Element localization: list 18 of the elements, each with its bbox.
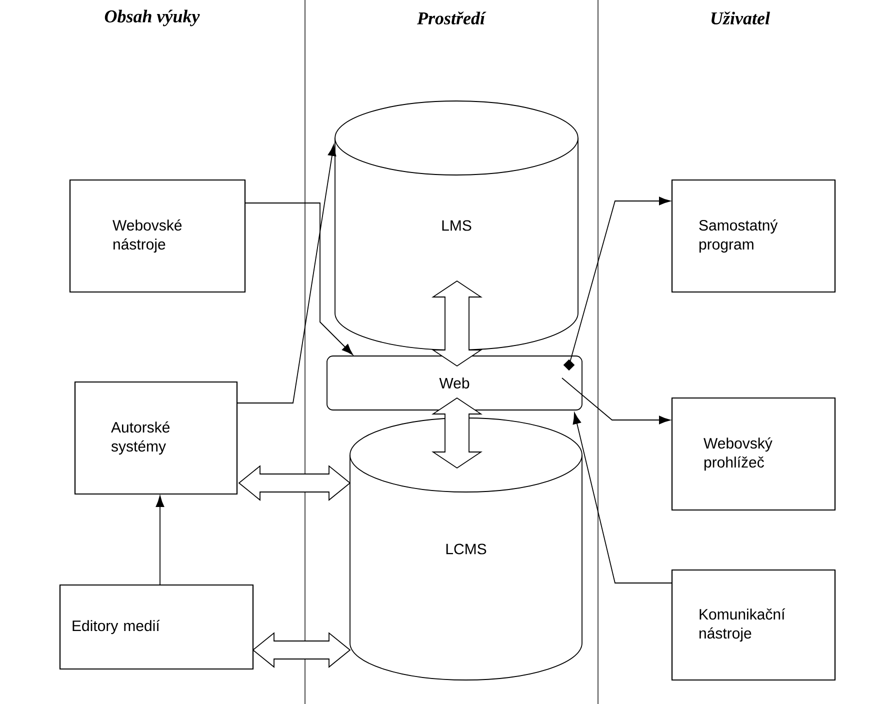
arrow <box>570 196 670 362</box>
column-heading: Prostředí <box>417 12 486 24</box>
text-box: Editory medií <box>59 584 254 670</box>
text-box: Webovský prohlížeč <box>671 397 836 511</box>
text-box: Autorské systémy <box>74 381 238 495</box>
database-cylinder: LCMS <box>350 418 582 680</box>
text-box: Komunikační nástroje <box>671 569 836 681</box>
database-cylinder: LMS <box>334 100 578 350</box>
column-heading: Obsah výuky <box>104 10 200 26</box>
text-box: Samostatný program <box>671 179 836 293</box>
arrow <box>244 202 354 356</box>
rounded-box: Web <box>326 356 582 410</box>
text-box: Webovské nástroje <box>69 179 246 293</box>
arrow <box>236 144 336 404</box>
column-heading: Uživatel <box>712 12 770 24</box>
arrow <box>156 496 164 586</box>
arrow <box>562 378 670 424</box>
arrow <box>572 412 672 584</box>
